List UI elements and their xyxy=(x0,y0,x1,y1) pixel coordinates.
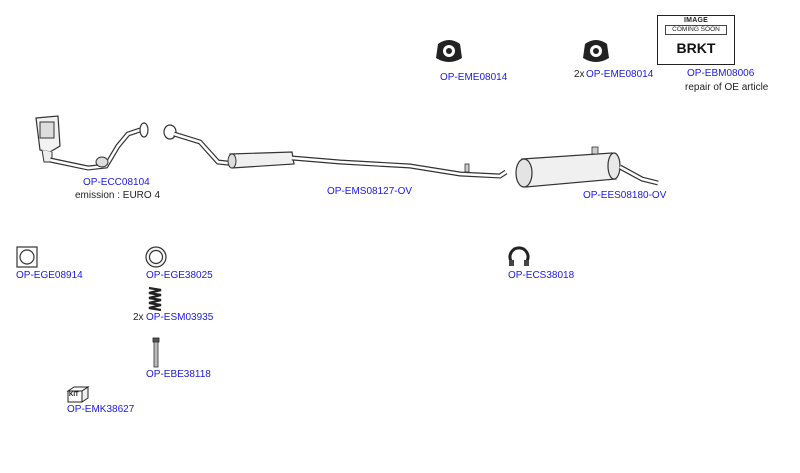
image-placeholder-label: BRKT xyxy=(676,40,716,56)
rubber-mount-icon[interactable] xyxy=(434,36,464,66)
rubber-mount-icon[interactable] xyxy=(581,36,611,66)
middle-exhaust-pipe-icon[interactable] xyxy=(160,122,510,182)
rear-silencer-icon[interactable] xyxy=(512,145,662,193)
image-placeholder-subtitle: COMING SOON xyxy=(665,25,727,35)
part-code-ege2[interactable]: OP-EGE38025 xyxy=(146,270,213,281)
part-code-ecc[interactable]: OP-ECC08104 xyxy=(83,177,150,188)
clamp-icon[interactable] xyxy=(507,245,531,269)
spring-icon[interactable] xyxy=(147,286,163,312)
part-code-ees[interactable]: OP-EES08180-OV xyxy=(583,190,667,201)
part-code-ege1[interactable]: OP-EGE08914 xyxy=(16,270,83,281)
mounting-kit-icon[interactable]: KIT xyxy=(66,385,90,403)
part-code-ebm[interactable]: OP-EBM08006 xyxy=(687,68,755,79)
part-code-esm[interactable]: OP-ESM03935 xyxy=(146,312,214,323)
part-qty-eme2: 2x xyxy=(574,69,585,80)
part-note-ebm: repair of OE article xyxy=(685,82,769,93)
part-code-ems[interactable]: OP-EMS08127-OV xyxy=(327,186,413,197)
part-code-emk[interactable]: OP-EMK38627 xyxy=(67,404,135,415)
square-gasket-icon[interactable] xyxy=(16,246,38,268)
part-code-eme1[interactable]: OP-EME08014 xyxy=(440,72,508,83)
ring-gasket-icon[interactable] xyxy=(145,246,167,268)
image-placeholder-title: IMAGE xyxy=(684,17,708,24)
part-code-eme2[interactable]: OP-EME08014 xyxy=(586,69,654,80)
part-code-ecs[interactable]: OP-ECS38018 xyxy=(508,270,575,281)
part-note-ecc: emission : EURO 4 xyxy=(75,190,161,201)
part-code-ebe[interactable]: OP-EBE38118 xyxy=(146,369,211,380)
kit-label: KIT xyxy=(69,392,79,398)
part-qty-esm: 2x xyxy=(133,312,144,323)
catalytic-converter-icon[interactable] xyxy=(28,110,158,180)
image-coming-soon-placeholder: IMAGE COMING SOON BRKT xyxy=(657,15,735,65)
bolt-icon[interactable] xyxy=(151,337,161,368)
